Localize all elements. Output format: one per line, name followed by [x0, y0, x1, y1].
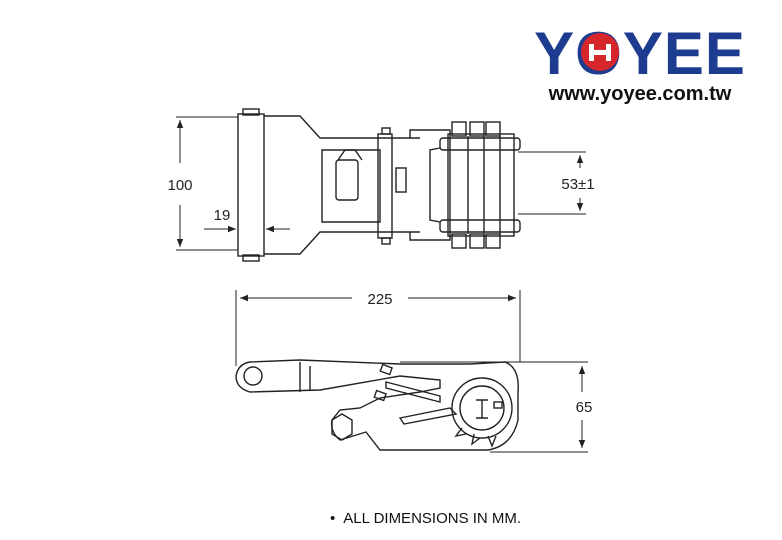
side-view: [235, 359, 519, 451]
dimension-side-height: [400, 361, 588, 453]
brand-logo: YOYEE www.yoyee.com.tw: [534, 20, 746, 105]
units-note: • ALL DIMENSIONS IN MM.: [330, 510, 521, 527]
note-text: ALL DIMENSIONS IN MM.: [343, 510, 522, 527]
dimension-side-height-label: 65: [576, 399, 593, 416]
logo-emblem-icon: [581, 33, 619, 71]
top-view: [237, 108, 521, 262]
logo-wordmark: YOYEE: [534, 20, 746, 87]
dimension-length-label: 225: [367, 291, 392, 308]
dimension-strap-width: [518, 151, 586, 215]
dimension-height-label: 100: [167, 177, 192, 194]
website-url: www.yoyee.com.tw: [548, 83, 732, 105]
dimension-height: [176, 116, 238, 251]
dimension-strap-width-label: 53±1: [561, 176, 594, 193]
note-bullet: •: [330, 510, 336, 527]
dimension-strap-thickness-label: 19: [214, 207, 231, 224]
dimension-length: [235, 290, 521, 366]
